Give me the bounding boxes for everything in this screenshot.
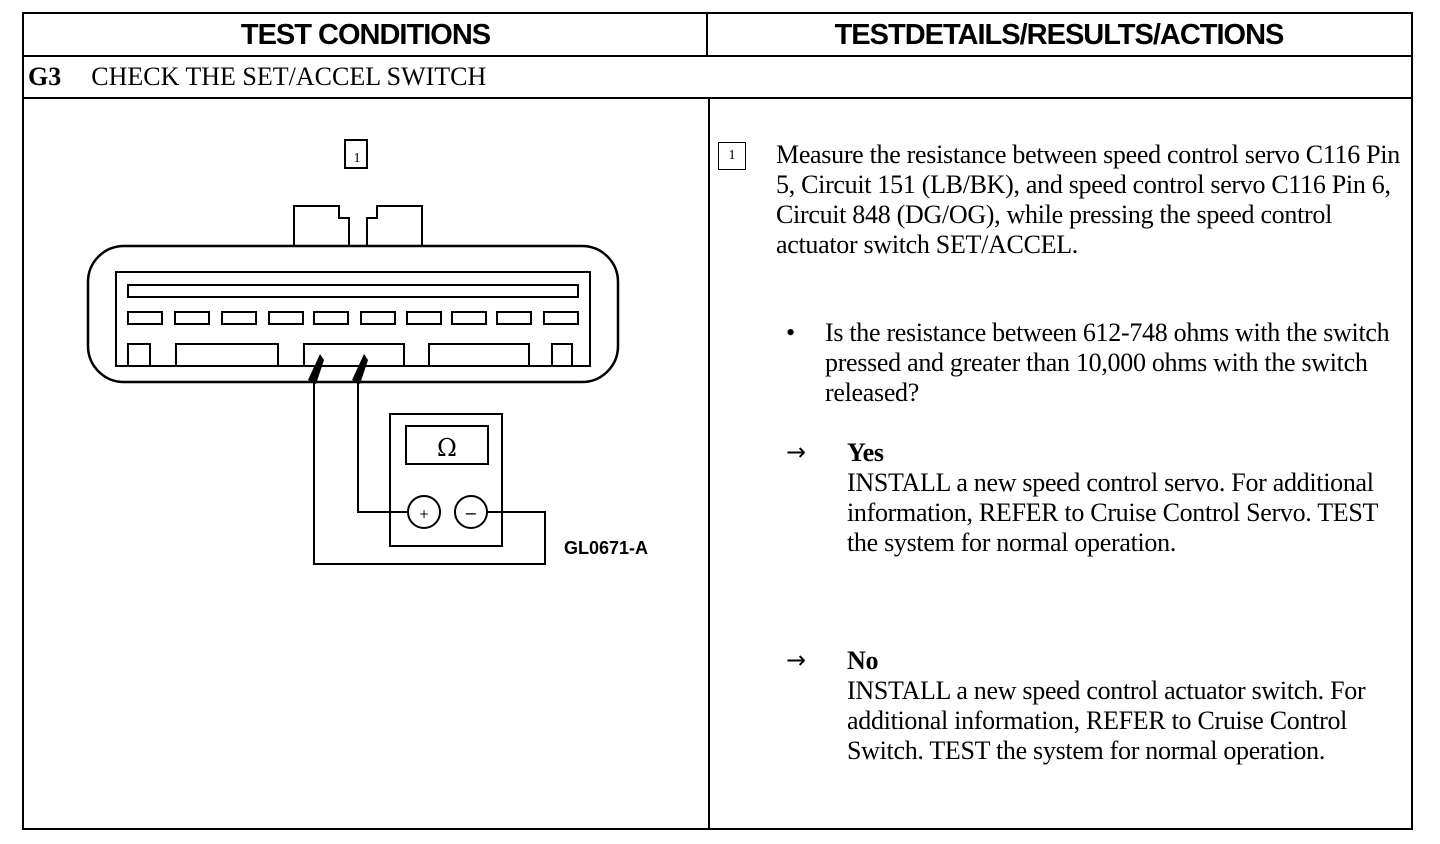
no-answer: No (847, 646, 879, 675)
figure-code: GL0671-A (564, 538, 649, 558)
test-lead-positive (357, 382, 408, 513)
step-id: G3 (28, 62, 62, 91)
test-conditions-header: TEST CONDITIONS (240, 18, 491, 51)
yes-action: INSTALL a new speed control servo. For a… (847, 468, 1378, 557)
connector-tab-right (366, 205, 423, 246)
diagram-callout: 1 (354, 151, 361, 166)
yes-arrow-icon: → (786, 438, 807, 466)
pin-cavities (127, 311, 579, 325)
minus-symbol: − (464, 504, 477, 523)
ohmmeter-plus-jack (407, 495, 441, 529)
question-text: Is the resistance between 612-748 ohms w… (825, 318, 1390, 407)
yes-result: Yes INSTALL a new speed control servo. F… (847, 438, 1387, 558)
connector-ohmmeter-diagram: 1 Ω + − (86, 139, 620, 565)
ohmmeter-body (389, 413, 503, 547)
ohmmeter-display (405, 425, 489, 465)
no-action: INSTALL a new speed control actuator swi… (847, 676, 1366, 765)
test-lead-negative (313, 382, 546, 565)
probe-tip-left (308, 354, 324, 384)
step-title: CHECK THE SET/ACCEL SWITCH (91, 62, 487, 91)
key-notch-5 (551, 343, 573, 366)
ohmmeter-minus-jack (454, 495, 488, 529)
test-procedure-table: TEST CONDITIONS TESTDETAILS/RESULTS/ACTI… (22, 12, 1413, 830)
key-notch-3 (303, 343, 405, 366)
question-bullet: • (786, 318, 796, 347)
no-arrow-icon: → (786, 646, 807, 674)
plus-symbol: + (419, 507, 429, 521)
yes-answer: Yes (847, 438, 884, 467)
diagram-callout-box (344, 139, 368, 169)
connector-body (86, 244, 620, 384)
instruction-text: Measure the resistance between speed con… (776, 140, 1400, 259)
details-callout: 1 (718, 142, 746, 170)
step-title-row: G3 CHECK THE SET/ACCEL SWITCH (28, 58, 486, 96)
test-details-header: TESTDETAILS/RESULTS/ACTIONS (834, 18, 1285, 51)
connector-top-slot (127, 284, 579, 298)
ohm-symbol: Ω (437, 434, 457, 462)
step-title-rule (24, 97, 1411, 99)
connector-face (115, 271, 591, 367)
header-rule (24, 55, 1411, 57)
column-divider (708, 98, 710, 828)
header-divider (706, 14, 708, 56)
key-notch-2 (175, 343, 279, 366)
no-result: No INSTALL a new speed control actuator … (847, 646, 1407, 766)
connector-tab-left (293, 205, 350, 246)
key-notch-4 (428, 343, 530, 366)
key-notch-1 (127, 343, 151, 366)
probe-tip-right (352, 354, 368, 384)
